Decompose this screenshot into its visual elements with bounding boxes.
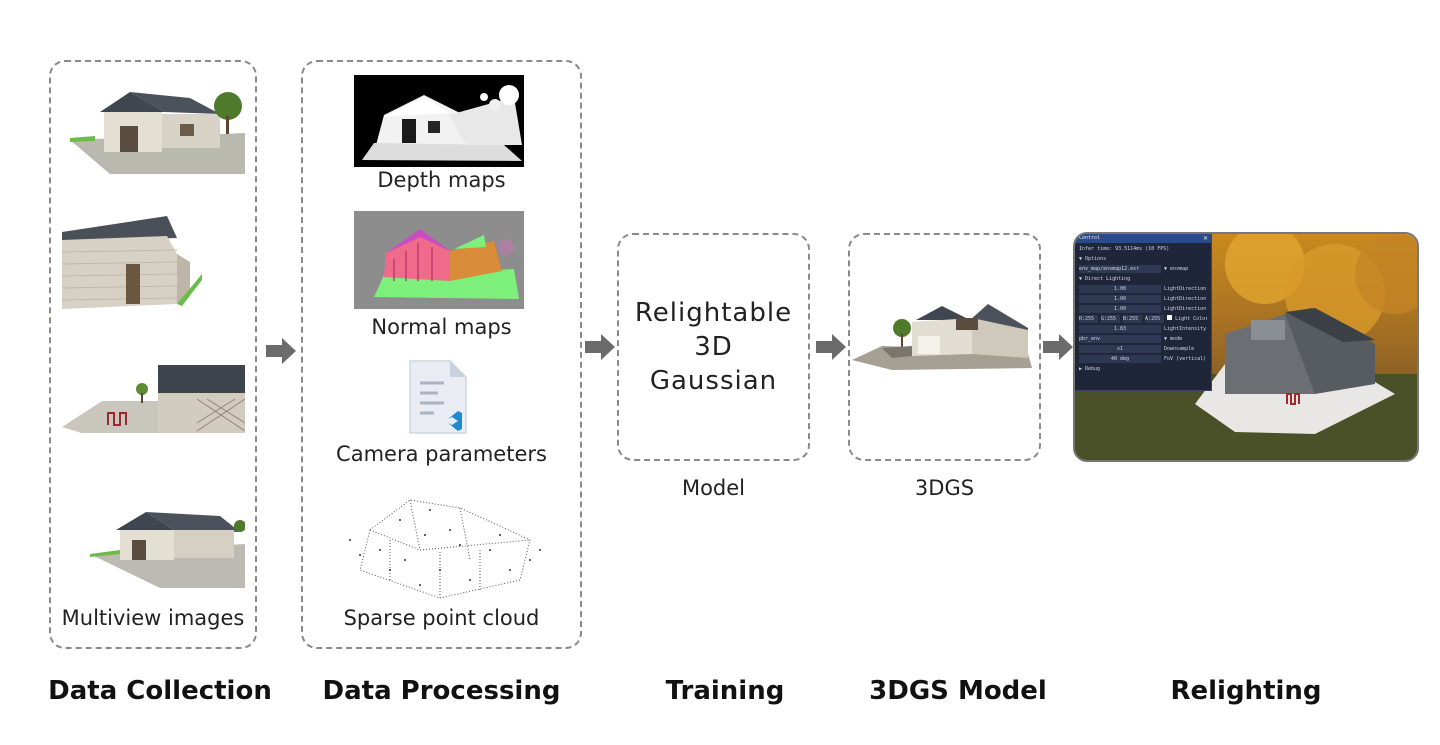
arrow-right-icon — [266, 338, 296, 364]
debug-section[interactable]: ▶ Debug — [1079, 366, 1101, 372]
close-icon[interactable]: ✕ — [1202, 235, 1208, 242]
light-direction-row-3[interactable]: 1.00 LightDirection — [1079, 305, 1207, 313]
relighting-render: Control ✕ Infer time: 93.5114ms (10 FPS)… — [1073, 232, 1419, 462]
downsample-row[interactable]: x1 Downsample — [1079, 345, 1207, 353]
model-caption: Model — [681, 476, 746, 500]
arrow-right-icon — [816, 334, 846, 360]
file-document-icon — [409, 360, 467, 434]
mode-row[interactable]: pbr_env ▼ mode — [1079, 335, 1207, 343]
depth-map-image — [354, 75, 524, 167]
light-direction-row-1[interactable]: 1.00 LightDirection — [1079, 285, 1207, 293]
mode-select[interactable]: pbr_env — [1079, 335, 1161, 343]
envmap-label: envmap — [1170, 266, 1189, 272]
r-value[interactable]: R:255 — [1079, 315, 1098, 323]
fov-row[interactable]: 40 deg FoV (vertical) — [1079, 355, 1207, 363]
envmap-select[interactable]: env_map/envmap12.exr — [1079, 265, 1161, 273]
b-value[interactable]: B:255 — [1123, 315, 1143, 323]
mode-label: mode — [1170, 336, 1183, 342]
stage-data-processing: Data Processing — [322, 676, 561, 706]
multiview-image-4 — [90, 512, 245, 588]
relightable-line: Relightable — [634, 298, 793, 328]
stage-data-collection: Data Collection — [48, 676, 272, 706]
light-direction-label: LightDirection — [1164, 296, 1207, 302]
fov-label: FoV (vertical) — [1164, 356, 1207, 362]
fov-slider[interactable]: 40 deg — [1079, 355, 1161, 363]
stage-3dgs-model: 3DGS Model — [869, 676, 1047, 706]
training-box — [617, 233, 810, 461]
3dgs-model-box — [848, 233, 1041, 461]
relightable-3d-gaussian-text: Relightable 3D Gaussian — [617, 296, 810, 398]
chevron-down-icon: ▼ — [1164, 336, 1168, 342]
light-direction-value[interactable]: 1.00 — [1079, 285, 1161, 293]
control-panel[interactable]: Control ✕ Infer time: 93.5114ms (10 FPS)… — [1075, 234, 1212, 391]
infer-time: Infer time: 93.5114ms (10 FPS) — [1079, 246, 1170, 252]
control-panel-title: Control — [1079, 235, 1101, 241]
point-cloud-image — [349, 499, 541, 599]
light-direction-label: LightDirection — [1164, 286, 1207, 292]
chevron-down-icon: ▼ — [1164, 266, 1168, 272]
stage-training: Training — [665, 676, 785, 706]
light-intensity-slider[interactable]: 1.83 — [1079, 325, 1161, 333]
envmap-row[interactable]: env_map/envmap12.exr ▼ envmap — [1079, 265, 1207, 273]
data-collection-box — [49, 60, 257, 649]
control-panel-titlebar[interactable]: Control ✕ — [1075, 234, 1211, 243]
light-direction-value[interactable]: 1.00 — [1079, 305, 1161, 313]
direct-lighting-section[interactable]: ▼ Direct Lighting — [1079, 276, 1131, 282]
data-processing-box — [301, 60, 582, 649]
arrow-right-icon — [1043, 334, 1073, 360]
normal-map-image — [354, 211, 524, 309]
gaussian-line: Gaussian — [649, 366, 778, 396]
multiview-image-1 — [70, 92, 245, 174]
multiview-image-2 — [62, 216, 202, 309]
light-color-label: Light Color — [1175, 316, 1207, 322]
stage-relighting: Relighting — [1170, 676, 1322, 706]
camera-parameters-label: Camera parameters — [336, 442, 547, 466]
normal-maps-label: Normal maps — [371, 315, 512, 339]
options-section[interactable]: ▼ Options — [1079, 256, 1107, 262]
g-value[interactable]: G:255 — [1101, 315, 1121, 323]
light-color-row[interactable]: R:255 G:255 B:255 A:255 Light Color — [1079, 315, 1207, 323]
depth-maps-label: Depth maps — [377, 168, 506, 192]
a-value[interactable]: A:255 — [1145, 315, 1165, 323]
3d-line: 3D — [694, 332, 733, 362]
light-direction-value[interactable]: 1.00 — [1079, 295, 1161, 303]
downsample-slider[interactable]: x1 — [1079, 345, 1161, 353]
3dgs-caption: 3DGS — [914, 476, 975, 500]
light-intensity-label: LightIntensity — [1164, 326, 1207, 332]
sparse-point-cloud-label: Sparse point cloud — [343, 606, 540, 630]
3dgs-house-image — [852, 304, 1032, 370]
light-intensity-row[interactable]: 1.83 LightIntensity — [1079, 325, 1207, 333]
downsample-label: Downsample — [1164, 346, 1195, 352]
light-direction-label: LightDirection — [1164, 306, 1207, 312]
multiview-images-label: Multiview images — [61, 606, 245, 630]
color-swatch[interactable] — [1167, 315, 1173, 320]
arrow-right-icon — [585, 334, 615, 360]
multiview-image-3 — [62, 365, 245, 433]
light-direction-row-2[interactable]: 1.00 LightDirection — [1079, 295, 1207, 303]
